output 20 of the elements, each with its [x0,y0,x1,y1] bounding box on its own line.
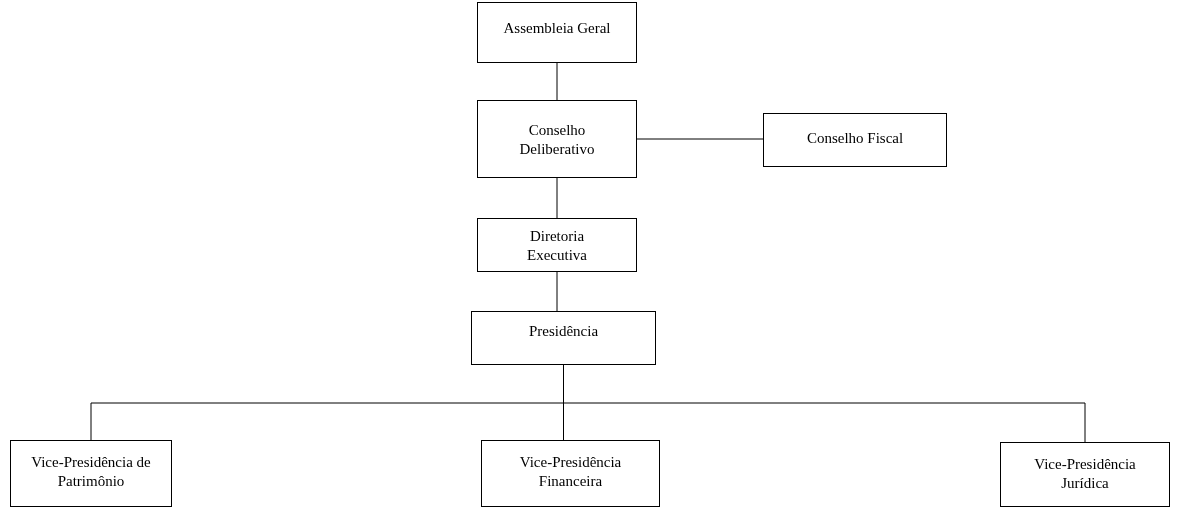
unit-name: Diretoria Executiva [526,227,588,265]
org-box [10,440,172,507]
unit-name: Vice-Presidência de Patrimônio [30,453,152,491]
org-box [1000,442,1170,507]
unit-name: Assembleia Geral [503,19,611,38]
org-box [763,113,947,167]
connector-line [556,271,558,312]
org-box [477,100,637,178]
unit-name: Conselho Deliberativo [518,121,596,159]
org-box [471,311,656,365]
connector-line [636,138,764,140]
org-box [477,2,637,63]
org-box [481,440,660,507]
connector-line [556,177,558,219]
unit-name: Vice-Presidência Jurídica [1033,455,1137,493]
org-box [477,218,637,272]
unit-name: Conselho Fiscal [806,129,904,148]
unit-name: Vice-Presidência Financeira [518,453,623,491]
connector-line [556,62,558,101]
unit-name: Presidência [528,322,599,341]
